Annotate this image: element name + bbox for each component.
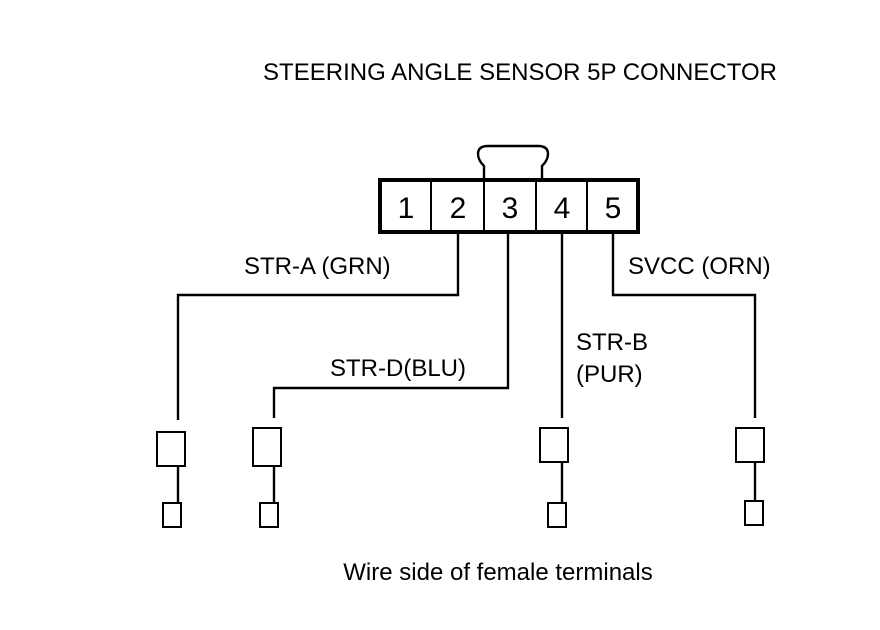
- wire-str-a: STR-A (GRN): [156, 232, 460, 528]
- wire-line: [272, 232, 510, 418]
- terminal-tip: [547, 502, 567, 528]
- connector-housing: 1 2 3 4 5: [378, 144, 640, 234]
- pin-number: 3: [502, 192, 519, 225]
- female-terminal: [539, 427, 569, 463]
- diagram-title: STEERING ANGLE SENSOR 5P CONNECTOR: [263, 59, 777, 86]
- wire-label-str-d: STR-D(BLU): [330, 355, 466, 382]
- terminal-tip: [744, 500, 764, 526]
- wire-line: [176, 232, 460, 420]
- wire-svcc: SVCC (ORN): [611, 232, 771, 526]
- pin-number: 5: [605, 192, 622, 225]
- female-terminal: [156, 431, 186, 467]
- female-terminal: [252, 427, 282, 467]
- female-terminal: [735, 427, 765, 463]
- pin-number: 4: [554, 192, 571, 225]
- wire-label-str-a: STR-A (GRN): [244, 253, 391, 280]
- wire-line: [611, 232, 757, 418]
- wire-str-d: STR-D(BLU): [252, 232, 510, 528]
- wire-label-svcc: SVCC (ORN): [628, 253, 771, 280]
- pin-number: 2: [450, 192, 467, 225]
- terminal-tip: [259, 502, 279, 528]
- pin-number: 1: [398, 192, 415, 225]
- connector-lock-tab: [476, 144, 550, 180]
- wire-label-str-b: STR-B: [576, 329, 648, 356]
- wire-label-str-b-color: (PUR): [576, 361, 643, 388]
- diagram-caption: Wire side of female terminals: [343, 559, 652, 586]
- wire-str-b: STR-B (PUR): [539, 232, 648, 528]
- terminal-tip: [162, 502, 182, 528]
